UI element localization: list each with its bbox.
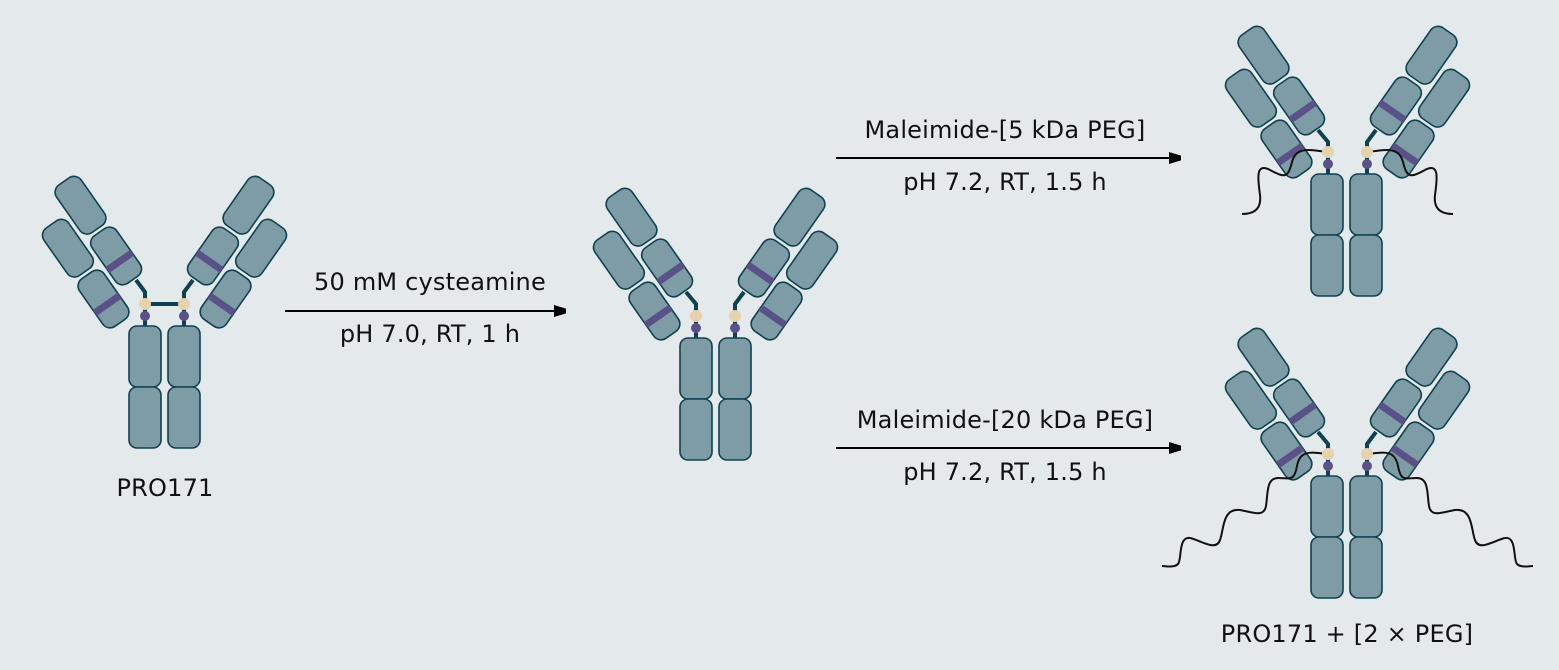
peg20-reagent: Maleimide-[20 kDa PEG]	[856, 406, 1154, 434]
thiol-dot	[139, 298, 151, 310]
disulfide-dot	[140, 311, 150, 321]
antibody-reduced	[573, 184, 857, 461]
peg20-conditions: pH 7.2, RT, 1.5 h	[903, 458, 1107, 486]
antibody-peg20k	[1161, 324, 1534, 599]
peg-chain	[1366, 149, 1454, 215]
molecule-label-product: PRO171 + [2 × PEG]	[1220, 620, 1474, 648]
antibody-pro171	[22, 172, 306, 449]
thiol-dot	[178, 298, 190, 310]
disulfide-dot	[179, 311, 189, 321]
molecule-label-pro171: PRO171	[116, 474, 214, 502]
peg-chain	[1366, 451, 1534, 568]
antibody-peg5k	[1205, 22, 1489, 297]
peg5-conditions: pH 7.2, RT, 1.5 h	[903, 168, 1107, 196]
peg-chain	[1241, 149, 1329, 215]
peg-chain	[1161, 451, 1329, 568]
reduction-conditions: pH 7.0, RT, 1 h	[339, 320, 521, 348]
peg5-reagent: Maleimide-[5 kDa PEG]	[864, 116, 1146, 144]
reduction-reagent: 50 mM cysteamine	[314, 268, 546, 296]
